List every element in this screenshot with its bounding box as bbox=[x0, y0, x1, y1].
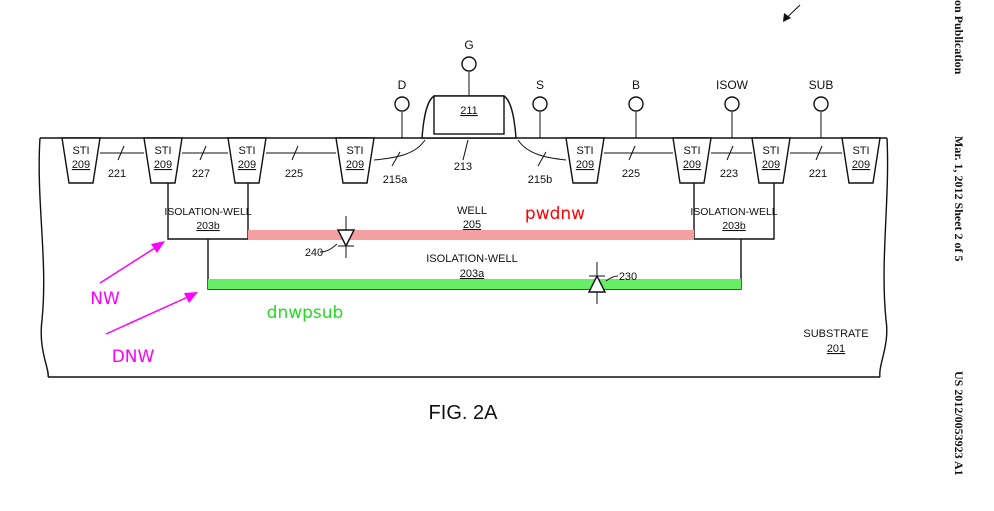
sti-block-2 bbox=[143, 137, 183, 184]
sti-block-7 bbox=[751, 137, 791, 184]
well-label: WELL bbox=[457, 205, 487, 217]
side-header-publication: on Publication bbox=[952, 0, 966, 75]
isolation-well-deep-ref: 203a bbox=[460, 268, 485, 280]
sti-block-5 bbox=[565, 137, 605, 184]
side-header-date-sheet: Mar. 1, 2012 Sheet 2 of 5 bbox=[952, 136, 966, 262]
sti-block-8 bbox=[841, 137, 881, 184]
region-215b-ref: 215b bbox=[528, 174, 552, 186]
sti-ref: 209 bbox=[576, 159, 594, 171]
side-header: on Publication Mar. 1, 2012 Sheet 2 of 5… bbox=[952, 0, 966, 476]
nw-annotation: NW bbox=[90, 289, 120, 309]
sti-label: STI bbox=[576, 145, 593, 157]
sti-ref: 209 bbox=[762, 159, 780, 171]
diode-240: 240 bbox=[305, 216, 356, 259]
side-header-number: US 2012/0053923 A1 bbox=[952, 371, 966, 476]
sti-labels: STI 209 STI 209 STI 209 STI 209 STI 209 … bbox=[72, 145, 870, 171]
gate-oxide-ref: 213 bbox=[454, 161, 472, 173]
sti-ref: 209 bbox=[852, 159, 870, 171]
sti-label: STI bbox=[852, 145, 869, 157]
pwdnw-annotation: pwdnw bbox=[525, 204, 585, 224]
sti-ref: 209 bbox=[238, 159, 256, 171]
region-215a-ref: 215a bbox=[383, 174, 408, 186]
sti-ref: 209 bbox=[683, 159, 701, 171]
terminal-b-label: B bbox=[632, 78, 640, 92]
sti-block-6 bbox=[672, 137, 712, 184]
region-227-ref: 227 bbox=[192, 168, 210, 180]
dnw-annotation: DNW bbox=[112, 347, 155, 367]
diode-230: 230 bbox=[587, 262, 637, 304]
region-225-ref: 225 bbox=[285, 168, 303, 180]
terminals: G D S B ISOW SUB bbox=[394, 38, 834, 138]
region-223-ref: 223 bbox=[720, 168, 738, 180]
terminal-isow bbox=[724, 96, 740, 112]
sti-blocks bbox=[61, 137, 881, 184]
sti-ref: 209 bbox=[72, 159, 90, 171]
sti-label: STI bbox=[154, 145, 171, 157]
terminal-g-label: G bbox=[464, 38, 473, 52]
substrate-ref: 201 bbox=[827, 343, 845, 355]
gate-electrode bbox=[433, 95, 505, 135]
sti-block-3 bbox=[227, 137, 267, 184]
wells: ISOLATION-WELL 203b ISOLATION-WELL 203b … bbox=[164, 183, 869, 355]
nw-arrow bbox=[99, 241, 165, 284]
terminal-s-label: S bbox=[536, 78, 544, 92]
region-221b-ref: 221 bbox=[809, 168, 827, 180]
isolation-well-deep-label: ISOLATION-WELL bbox=[426, 253, 517, 265]
well-ref: 205 bbox=[463, 219, 481, 231]
gate-stack: 211 bbox=[421, 72, 517, 139]
region-221-ref: 221 bbox=[108, 168, 126, 180]
sti-block-4 bbox=[335, 137, 375, 184]
sti-block-1 bbox=[61, 137, 101, 184]
terminal-sub-label: SUB bbox=[809, 78, 834, 92]
diode-240-ref: 240 bbox=[305, 247, 323, 259]
sti-label: STI bbox=[762, 145, 779, 157]
sti-label: STI bbox=[683, 145, 700, 157]
dnwpsub-annotation: dnwpsub bbox=[267, 303, 344, 323]
sti-label: STI bbox=[346, 145, 363, 157]
surface-regions bbox=[100, 139, 842, 167]
terminal-d-label: D bbox=[398, 78, 407, 92]
dnwpsub-band bbox=[208, 279, 741, 289]
region-refs: 221 227 225 215a 215b 225 223 221 213 bbox=[108, 161, 827, 186]
sti-label: STI bbox=[238, 145, 255, 157]
isolation-well-left-ref: 203b bbox=[196, 220, 220, 232]
isolation-well-right-label: ISOLATION-WELL bbox=[690, 206, 777, 218]
isolation-well-left-label: ISOLATION-WELL bbox=[164, 206, 251, 218]
reference-arrow bbox=[783, 4, 801, 22]
isolation-well-right-ref: 203b bbox=[722, 220, 746, 232]
terminal-s bbox=[532, 96, 548, 112]
dnw-arrow bbox=[105, 292, 198, 335]
diode-230-ref: 230 bbox=[619, 271, 637, 283]
substrate-label: SUBSTRATE bbox=[803, 328, 868, 340]
terminal-isow-label: ISOW bbox=[716, 78, 749, 92]
pwdnw-band bbox=[248, 230, 694, 240]
terminal-b bbox=[628, 96, 644, 112]
sti-label: STI bbox=[72, 145, 89, 157]
figure-caption: FIG. 2A bbox=[429, 402, 499, 424]
terminal-sub bbox=[813, 96, 829, 112]
sti-ref: 209 bbox=[154, 159, 172, 171]
terminal-g bbox=[461, 56, 477, 72]
terminal-d bbox=[394, 96, 410, 112]
region-225b-ref: 225 bbox=[622, 168, 640, 180]
sti-ref: 209 bbox=[346, 159, 364, 171]
gate-ref: 211 bbox=[460, 105, 478, 117]
